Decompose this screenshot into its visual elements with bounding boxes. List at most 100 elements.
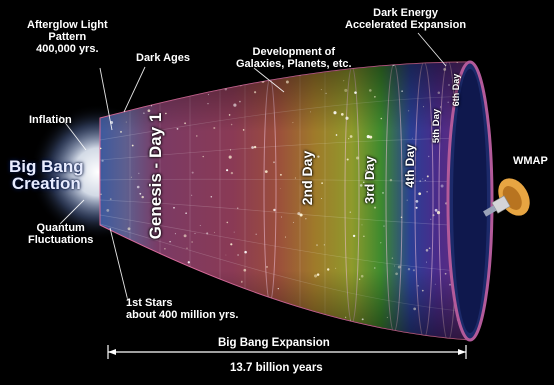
star-dot: [401, 90, 403, 92]
star-dot: [343, 80, 345, 82]
star-dot: [160, 101, 163, 103]
star-dot: [196, 135, 198, 137]
star-dot: [406, 199, 408, 201]
star-dot: [214, 231, 216, 233]
star-dot: [361, 224, 363, 226]
star-dot: [174, 233, 176, 235]
star-dot: [194, 232, 196, 235]
inflation-label: Inflation: [29, 114, 72, 126]
star-dot: [374, 96, 376, 98]
big-bang-expansion-label: Big Bang Expansion: [218, 337, 330, 349]
star-dot: [412, 269, 415, 272]
development-label: Development of Galaxies, Planets, etc.: [236, 46, 352, 70]
star-dot: [448, 84, 450, 86]
star-dot: [154, 198, 156, 200]
star-dot: [206, 232, 209, 235]
star-dot: [368, 89, 372, 92]
star-dot: [229, 149, 232, 151]
star-dot: [444, 272, 447, 275]
star-dot: [241, 280, 243, 282]
star-dot: [348, 138, 350, 140]
star-dot: [337, 322, 339, 324]
dark-ages-label: Dark Ages: [136, 52, 191, 64]
star-dot: [210, 196, 213, 198]
star-dot: [426, 191, 428, 193]
star-dot: [132, 72, 135, 75]
star-dot: [204, 277, 207, 280]
star-dot: [356, 156, 359, 160]
star-dot: [419, 180, 422, 182]
star-dot: [109, 198, 112, 201]
star-dot: [434, 283, 436, 285]
star-dot: [417, 285, 419, 287]
star-dot: [199, 225, 201, 226]
star-dot: [381, 191, 385, 194]
star-dot: [437, 91, 441, 95]
star-dot: [363, 181, 365, 184]
star-dot: [269, 301, 271, 303]
star-dot: [245, 291, 247, 294]
star-dot: [120, 130, 122, 133]
star-dot: [415, 206, 418, 209]
star-dot: [360, 274, 364, 278]
star-dot: [167, 294, 169, 296]
star-dot: [241, 281, 243, 284]
star-dot: [283, 312, 286, 316]
star-dot: [277, 287, 279, 290]
star-dot: [373, 206, 377, 209]
star-dot: [361, 318, 364, 321]
star-dot: [344, 88, 348, 92]
star-dot: [150, 269, 153, 272]
star-dot: [409, 185, 412, 188]
star-dot: [158, 85, 161, 88]
star-dot: [185, 212, 187, 214]
band-day1-label: Genesis - Day 1: [146, 112, 165, 240]
star-dot: [230, 171, 234, 175]
star-dot: [340, 113, 344, 116]
star-dot: [100, 147, 102, 150]
star-dot: [207, 103, 209, 105]
star-dot: [363, 235, 365, 237]
band-day6-label: 6th Day: [451, 73, 461, 107]
star-dot: [224, 88, 228, 91]
star-dot: [316, 273, 320, 276]
star-dot: [266, 266, 268, 268]
star-dot: [299, 213, 303, 217]
star-dot: [204, 59, 206, 61]
star-dot: [294, 177, 296, 179]
star-dot: [428, 247, 431, 250]
star-dot: [374, 267, 376, 269]
star-dot: [314, 274, 318, 278]
star-dot: [390, 337, 392, 339]
band-day4-label: 4th Day: [403, 144, 417, 188]
star-dot: [389, 178, 393, 182]
star-dot: [145, 262, 149, 266]
star-dot: [121, 266, 124, 269]
star-dot: [148, 261, 151, 264]
star-dot: [101, 159, 104, 162]
star-dot: [320, 197, 323, 200]
star-dot: [134, 96, 136, 98]
star-dot: [310, 111, 312, 113]
first-stars-label: 1st Stars about 400 million yrs.: [126, 297, 239, 321]
star-dot: [380, 242, 382, 244]
wmap-satellite: [483, 178, 530, 217]
star-dot: [242, 129, 245, 131]
star-dot: [297, 212, 301, 216]
star-dot: [285, 80, 289, 84]
star-dot: [413, 307, 417, 311]
star-dot: [397, 265, 401, 269]
quantum-fluctuations-label: Quantum Fluctuations: [28, 222, 94, 246]
star-dot: [434, 208, 438, 212]
star-dot: [334, 267, 337, 270]
star-dot: [129, 74, 133, 78]
star-dot: [292, 122, 294, 124]
star-dot: [456, 62, 459, 64]
star-dot: [349, 211, 351, 213]
star-dot: [251, 146, 254, 149]
star-dot: [153, 151, 155, 153]
star-dot: [209, 324, 212, 327]
star-dot: [173, 207, 175, 209]
star-dot: [184, 292, 186, 294]
